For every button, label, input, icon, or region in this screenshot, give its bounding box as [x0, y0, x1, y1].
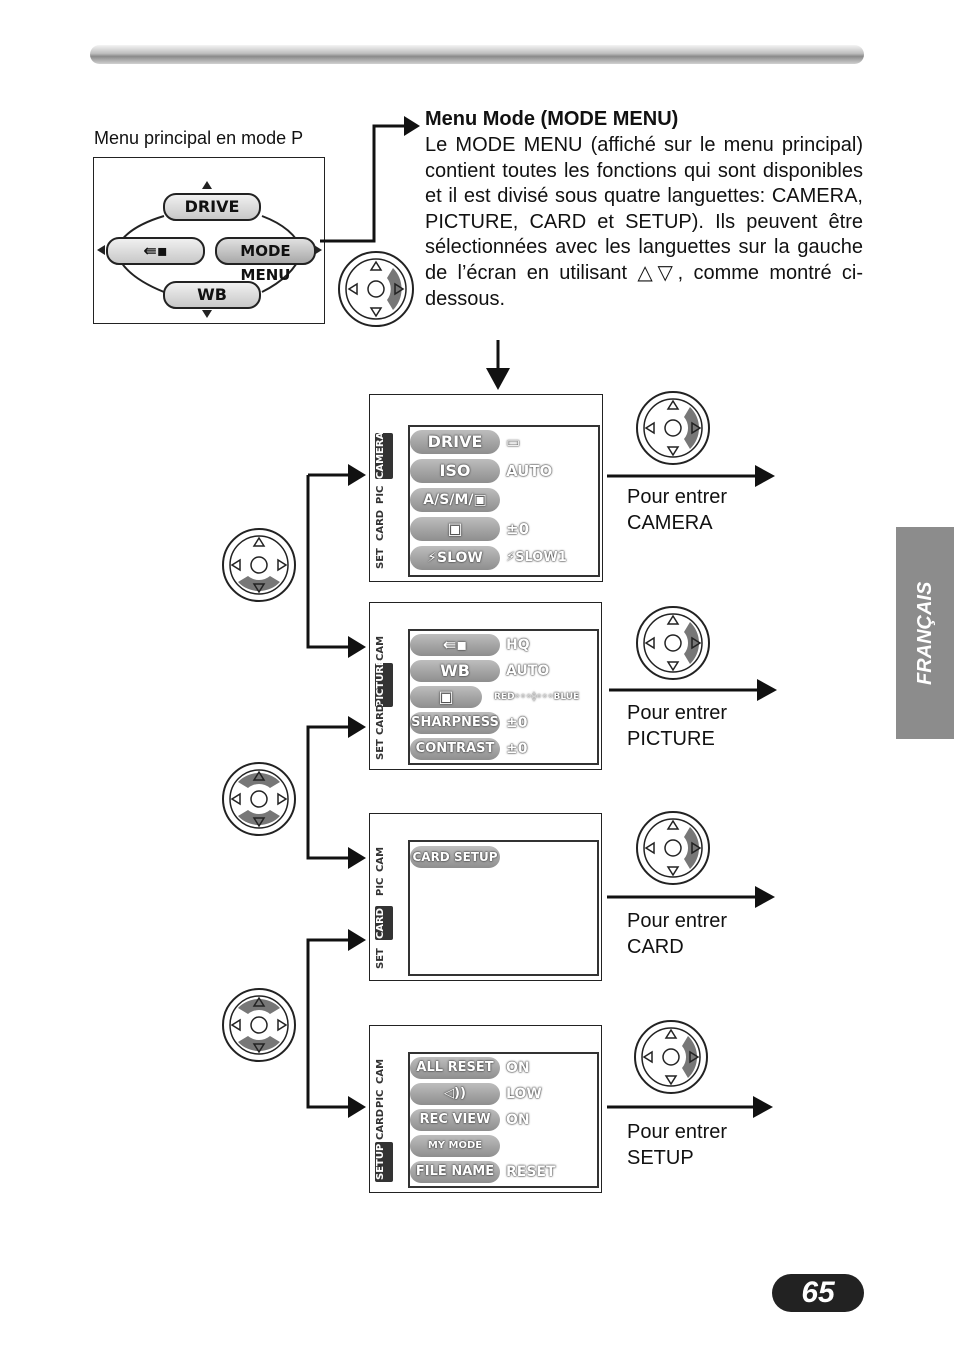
main-menu-mode-menu[interactable]: MODE MENU — [215, 237, 316, 284]
enter-card-label: Pour entrer CARD — [627, 910, 728, 958]
tab-setup[interactable]: SETUP — [375, 1142, 393, 1182]
tab-set[interactable]: SET — [375, 948, 386, 970]
tab-camera[interactable]: CAMERA — [375, 432, 393, 479]
menu-item-drive[interactable]: DRIVE — [410, 430, 500, 454]
arrow-right-card — [607, 886, 775, 908]
tab-picture[interactable]: PICTURE — [375, 659, 393, 707]
enter-picture-label: Pour entrer PICTURE — [627, 702, 728, 750]
menu-value-sharpness: ±0 — [506, 715, 528, 731]
menu-value-wb: AUTO — [506, 663, 550, 679]
menu-item-asm[interactable]: A/S/M/▣ — [410, 488, 500, 512]
menu-item-sharpness[interactable]: SHARPNESS — [410, 712, 500, 734]
down-arrow — [486, 340, 510, 390]
menu-value-flash-comp: ±0 — [506, 520, 530, 538]
menu-value-wb-adjust: RED◦◦◦◊◦◦◦BLUE — [494, 692, 580, 702]
main-menu-diagram: DRIVE ⇚▪ MODE MENU WB — [93, 157, 325, 324]
menu-item-quality[interactable]: ⇚▪ — [410, 634, 500, 656]
flow-connectors — [306, 464, 366, 1118]
dpad-right-icon-card — [636, 811, 710, 885]
tab-cam[interactable]: CAM — [375, 1058, 386, 1084]
mode-menu-heading: Menu Mode (MODE MENU) — [425, 108, 679, 130]
language-tab: FRANÇAIS — [896, 527, 954, 739]
menu-value-iso: AUTO — [506, 462, 553, 480]
tab-pic[interactable]: PIC — [375, 877, 386, 897]
arrow-right-picture — [609, 679, 777, 701]
menu-value-drive: ▭ — [506, 433, 521, 451]
menu-item-file-name[interactable]: FILE NAME — [410, 1161, 500, 1183]
dpad-right-icon-setup — [634, 1020, 708, 1094]
dpad-right-icon — [338, 251, 414, 327]
tab-card[interactable]: CARD — [375, 906, 393, 940]
enter-camera-label: Pour entrer CAMERA — [627, 486, 728, 534]
tab-card[interactable]: CARD — [375, 703, 386, 735]
tab-set[interactable]: SET — [375, 548, 386, 570]
main-menu-quality[interactable]: ⇚▪ — [106, 237, 205, 265]
main-menu-caption: Menu principal en mode P — [94, 128, 304, 148]
dpad-down-icon — [222, 528, 296, 602]
screen-picture: CAM PICTURE CARD SET ⇚▪ HQ WB AUTO ▣ RED… — [369, 602, 602, 770]
arrow-right-camera — [607, 465, 775, 487]
dpad-updown-icon-2 — [222, 988, 296, 1062]
tab-pic[interactable]: PIC — [375, 485, 386, 505]
menu-value-rec-view: ON — [506, 1112, 530, 1128]
enter-setup-label: Pour entrer SETUP — [627, 1121, 728, 1169]
dpad-updown-icon — [222, 762, 296, 836]
menu-value-quality: HQ — [506, 637, 530, 653]
screen-camera: CAMERA PIC CARD SET DRIVE ▭ ISO AUTO A/S… — [369, 394, 603, 582]
dpad-right-icon-camera — [636, 391, 710, 465]
menu-value-all-reset: ON — [506, 1060, 530, 1076]
menu-value-slow: ⚡SLOW1 — [506, 550, 567, 565]
tab-set[interactable]: SET — [375, 739, 386, 761]
menu-item-slow[interactable]: ⚡SLOW — [410, 546, 500, 570]
screen-setup: CAM PIC CARD SETUP ALL RESET ON ◁)) LOW … — [369, 1025, 602, 1193]
menu-value-file-name: RESET — [506, 1164, 556, 1180]
menu-item-contrast[interactable]: CONTRAST — [410, 738, 500, 760]
main-menu-drive[interactable]: DRIVE — [163, 193, 261, 221]
menu-item-iso[interactable]: ISO — [410, 459, 500, 483]
tab-cam[interactable]: CAM — [375, 846, 386, 872]
tab-card[interactable]: CARD — [375, 1108, 386, 1140]
dpad-right-icon-picture — [636, 606, 710, 680]
page-number: 65 — [772, 1274, 864, 1312]
menu-item-wb[interactable]: WB — [410, 660, 500, 682]
menu-item-all-reset[interactable]: ALL RESET — [410, 1057, 500, 1079]
menu-value-contrast: ±0 — [506, 741, 528, 757]
menu-item-rec-view[interactable]: REC VIEW — [410, 1109, 500, 1131]
connector-to-heading — [320, 116, 420, 243]
tab-cam[interactable]: CAM — [375, 635, 386, 661]
menu-value-sound: LOW — [506, 1086, 542, 1102]
menu-item-my-mode-setup[interactable]: MY MODE SETUP — [410, 1135, 500, 1173]
header-bar — [90, 45, 864, 64]
menu-item-flash-comp[interactable]: ▣ — [410, 517, 500, 541]
tab-card[interactable]: CARD — [375, 509, 386, 541]
language-label: FRANÇAIS — [914, 581, 936, 685]
menu-item-wb-adjust[interactable]: ▣ — [410, 686, 482, 708]
arrow-right-setup — [607, 1096, 773, 1118]
menu-item-sound[interactable]: ◁)) — [410, 1083, 500, 1105]
mode-menu-description: Le MODE MENU (affiché sur le menu princi… — [425, 134, 863, 310]
main-menu-wb[interactable]: WB — [163, 281, 261, 309]
menu-item-card-setup[interactable]: CARD SETUP — [410, 846, 500, 868]
screen-card: CAM PIC CARD SET CARD SETUP — [369, 813, 602, 981]
